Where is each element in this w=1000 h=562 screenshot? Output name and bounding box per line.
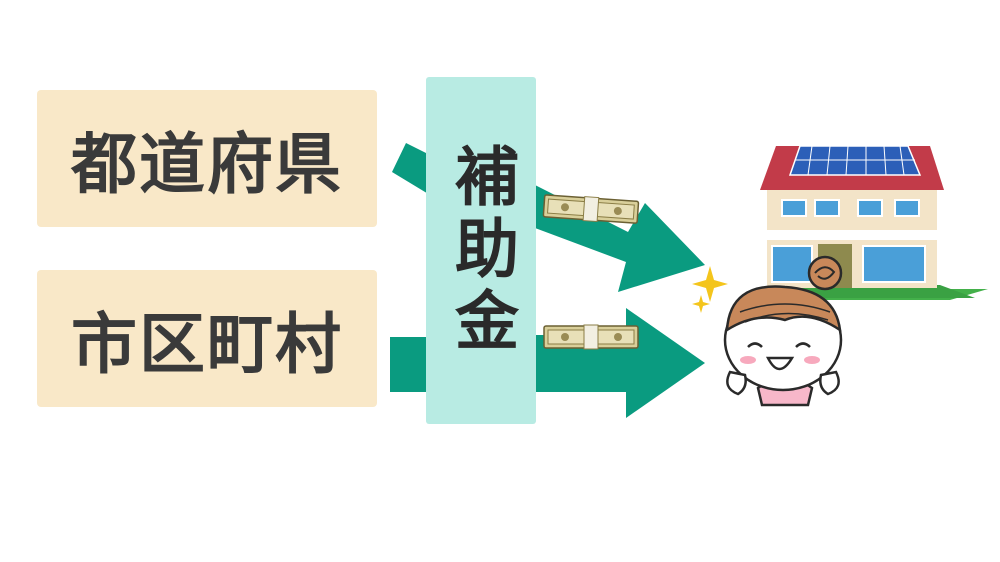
arrow-municipality-in [390, 337, 430, 392]
prefecture-label: 都道府県 [71, 125, 343, 203]
smiling-woman-icon [723, 255, 843, 407]
money-bundle-icon [542, 194, 640, 224]
subsidy-label: 補助金 [444, 142, 518, 359]
money-bundle-icon [543, 324, 639, 350]
sparkle-icon [692, 266, 728, 313]
municipality-label: 市区町村 [71, 305, 343, 383]
prefecture-box: 都道府県 [37, 90, 377, 227]
municipality-box: 市区町村 [37, 270, 377, 407]
solar-house-icon [760, 145, 988, 300]
subsidy-box: 補助金 [426, 77, 536, 424]
